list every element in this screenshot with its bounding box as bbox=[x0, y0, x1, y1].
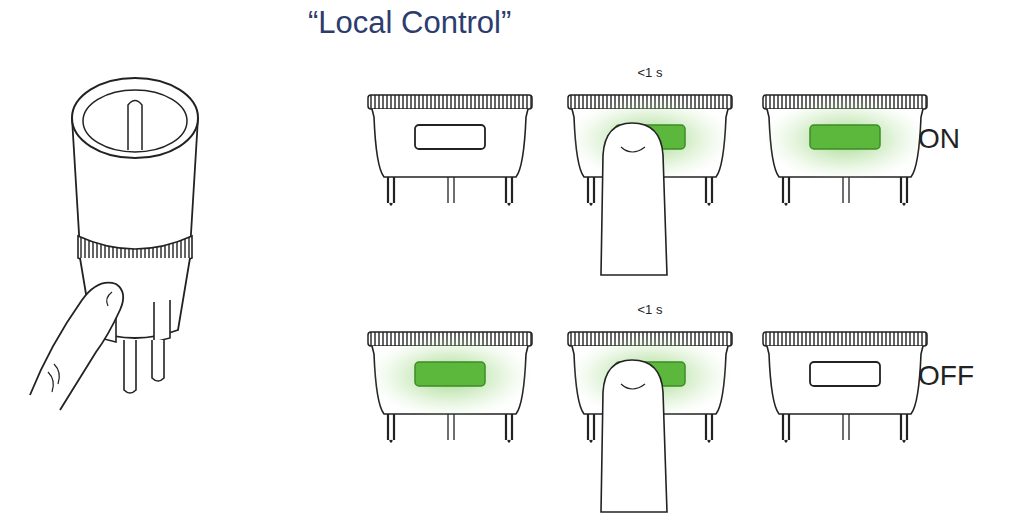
plug-illustration bbox=[48, 364, 59, 392]
plug-illustration bbox=[128, 101, 142, 151]
plug-press-view bbox=[601, 123, 667, 275]
plug-on-view bbox=[368, 334, 532, 418]
plug-illustration bbox=[30, 78, 198, 410]
diagram-title: “Local Control” bbox=[308, 6, 511, 40]
plug-press-view bbox=[568, 332, 732, 512]
plug-off-view bbox=[368, 95, 532, 205]
plug-on-view bbox=[763, 95, 927, 205]
press-duration: <1 s bbox=[638, 303, 663, 317]
plug-off-view bbox=[810, 362, 880, 386]
plug-illustration bbox=[152, 340, 164, 381]
plug-off-view bbox=[763, 332, 927, 442]
plug-on-view bbox=[368, 332, 532, 442]
plug-illustration bbox=[83, 90, 187, 152]
plug-on-view bbox=[763, 97, 927, 181]
on-sequence bbox=[368, 95, 927, 275]
plug-press-view bbox=[601, 360, 667, 512]
plug-illustration bbox=[107, 292, 112, 306]
state-label: OFF bbox=[918, 361, 974, 392]
plug-off-view bbox=[763, 332, 927, 442]
plug-on-view bbox=[368, 332, 532, 442]
plug-press-view bbox=[568, 95, 732, 275]
plug-off-view bbox=[368, 95, 532, 205]
plug-off-view bbox=[415, 125, 485, 149]
off-sequence bbox=[368, 332, 927, 512]
plug-illustration bbox=[72, 78, 198, 158]
state-label: ON bbox=[918, 124, 960, 155]
plug-on-view bbox=[763, 95, 927, 205]
press-duration: <1 s bbox=[638, 66, 663, 80]
plug-illustration bbox=[124, 340, 136, 393]
plug-illustration bbox=[30, 283, 123, 410]
